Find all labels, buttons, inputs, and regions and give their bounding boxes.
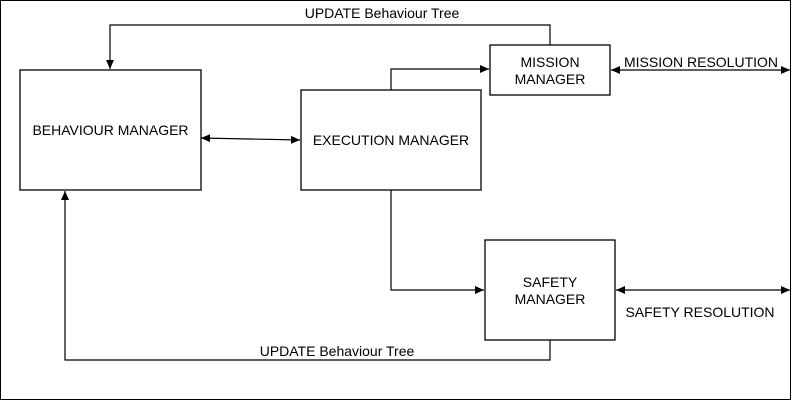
behaviour-manager-label: BEHAVIOUR MANAGER	[32, 122, 188, 138]
update-tree-bottom-connector	[61, 191, 551, 361]
safety-manager-box	[484, 239, 616, 341]
safety-resolution-label: SAFETY RESOLUTION	[625, 304, 774, 320]
mission-manager-box	[489, 44, 611, 96]
update-tree-top-label: UPDATE Behaviour Tree	[305, 5, 460, 21]
mission-manager-label-line-2: MANAGER	[515, 71, 586, 87]
execution-manager-label: EXECUTION MANAGER	[313, 132, 469, 148]
behaviour-manager-node: BEHAVIOUR MANAGER	[19, 69, 202, 191]
update-tree-top-connector	[106, 24, 551, 69]
behaviour-execution-connector	[200, 134, 301, 144]
safety-manager-label-line-2: MANAGER	[515, 291, 586, 307]
safety-manager-node: SAFETY MANAGER	[484, 239, 616, 341]
safety-manager-label-line-1: SAFETY	[523, 274, 578, 290]
execution-mission-connector	[390, 65, 489, 90]
behaviour-manager-box	[19, 69, 202, 191]
mission-manager-label-line-1: MISSION	[520, 54, 579, 70]
mission-manager-node: MISSION MANAGER	[489, 44, 611, 96]
execution-safety-connector	[390, 190, 484, 294]
mission-resolution-label: MISSION RESOLUTION	[624, 54, 778, 70]
update-tree-bottom-label: UPDATE Behaviour Tree	[260, 343, 415, 359]
execution-manager-node: EXECUTION MANAGER	[300, 89, 482, 191]
